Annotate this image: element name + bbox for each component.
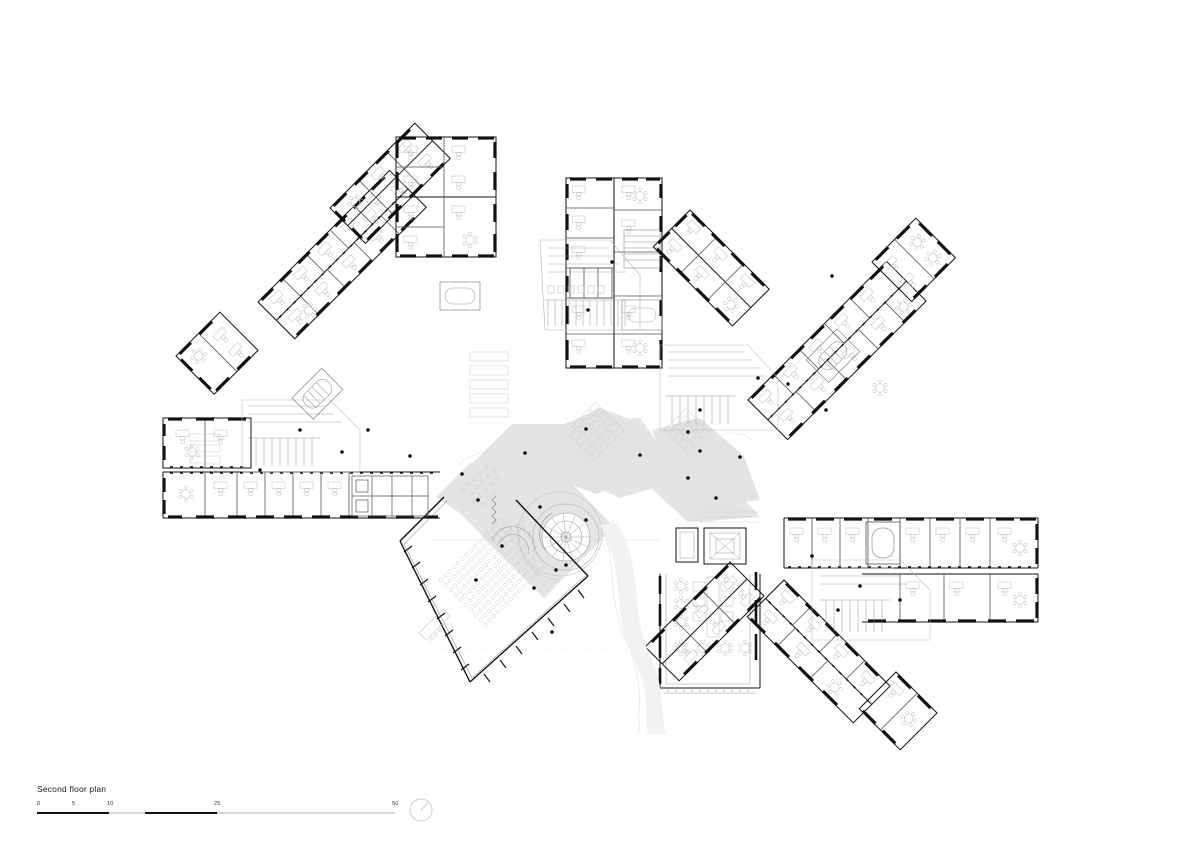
auditorium	[399, 465, 589, 683]
toilet-block	[351, 475, 429, 517]
auditorium-seating	[438, 518, 548, 627]
wing-north-left	[395, 136, 497, 258]
core-stair-ne	[659, 344, 779, 431]
site-shadow	[600, 524, 666, 734]
cafeteria	[658, 511, 761, 689]
lift-core-east	[865, 521, 901, 565]
wing-southeast	[746, 579, 938, 751]
wing-northwest-upper	[329, 122, 451, 245]
core-stair-east	[811, 559, 931, 641]
wing-northeast	[652, 209, 770, 327]
core-stair-west	[241, 399, 361, 473]
wing-east-horizontal	[783, 517, 1039, 623]
wing-north	[565, 177, 663, 369]
spiral-stair	[539, 512, 591, 562]
wing-east-diagonal	[747, 217, 957, 441]
wing-west	[162, 417, 440, 519]
core-stair-north	[539, 239, 641, 331]
wing-southwest-inner	[644, 561, 765, 682]
acoustic-dots	[460, 465, 500, 507]
wing-northwest	[175, 169, 427, 395]
structural-columns	[258, 260, 902, 636]
meeting-pods	[291, 281, 888, 420]
open-plan-desks	[189, 351, 710, 464]
central-atrium	[491, 491, 603, 581]
